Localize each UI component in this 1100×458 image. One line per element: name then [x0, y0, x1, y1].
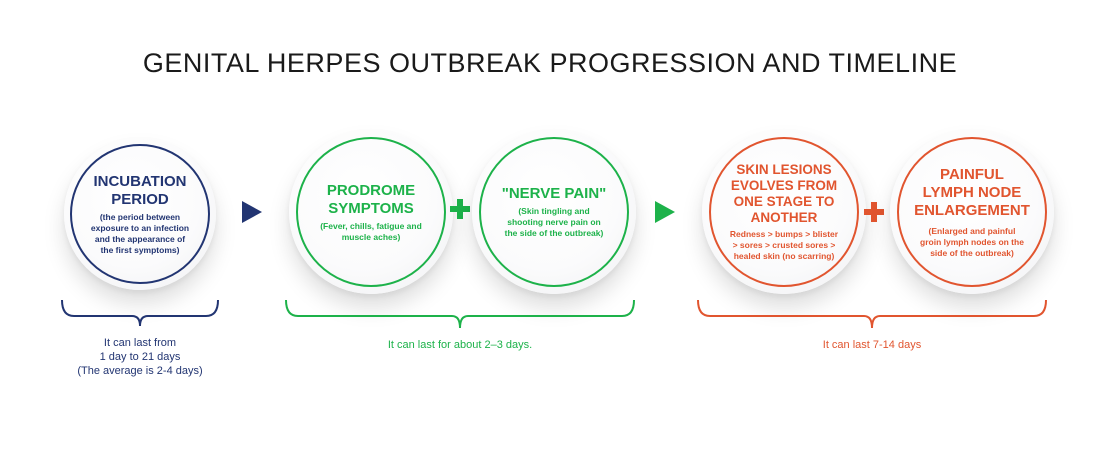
stage-title-line: ENLARGEMENT	[914, 201, 1030, 219]
subtitle-line: (Skin tingling and	[518, 206, 590, 216]
stage-title-line: PRODROME	[326, 181, 416, 199]
stage-prodrome-circle: PRODROME SYMPTOMS (Fever, chills, fatigu…	[289, 130, 453, 294]
plus-icon	[450, 195, 470, 225]
stage-nerve-pain-circle: "NERVE PAIN" (Skin tingling and shooting…	[472, 130, 636, 294]
subtitle-line: > sores > crusted sores >	[732, 240, 836, 250]
stage-subtitle: (Skin tingling and shooting nerve pain o…	[502, 206, 607, 239]
subtitle-line: groin lymph nodes on the	[920, 236, 1024, 247]
duration-line: 1 day to 21 days	[99, 351, 181, 363]
duration-incubation: It can last from 1 day to 21 days (The a…	[40, 336, 240, 378]
brace-incubation	[61, 299, 219, 327]
arrow-right-icon	[242, 201, 262, 223]
stage-ring	[897, 137, 1047, 287]
page-title: GENITAL HERPES OUTBREAK PROGRESSION AND …	[142, 48, 958, 78]
arrow-right-icon	[655, 201, 675, 223]
stage-subtitle: Redness > bumps > blister > sores > crus…	[730, 229, 838, 262]
stage-incubation-circle: INCUBATION PERIOD (the period between ex…	[64, 138, 216, 290]
duration-prodrome: It can last for about 2–3 days.	[310, 338, 610, 352]
subtitle-line: side of the outbreak)	[930, 247, 1014, 258]
stage-skin-lesions-circle: SKIN LESIONS EVOLVES FROM ONE STAGE TO A…	[702, 130, 866, 294]
subtitle-line: (the period between	[99, 211, 181, 222]
stage-subtitle: (Fever, chills, fatigue and muscle aches…	[320, 221, 422, 243]
stage-subtitle: (the period between exposure to an infec…	[91, 212, 189, 256]
subtitle-line: and the appearance of	[94, 233, 186, 244]
stage-title-line: EVOLVES FROM	[730, 178, 838, 193]
stage-title-line: PERIOD	[111, 190, 169, 208]
stage-nerve-pain-text: "NERVE PAIN" (Skin tingling and shooting…	[502, 185, 607, 239]
duration-line: It can last 7-14 days	[822, 339, 922, 351]
stage-skin-lesions-text: SKIN LESIONS EVOLVES FROM ONE STAGE TO A…	[730, 162, 838, 262]
stage-title-line: INCUBATION	[93, 172, 187, 190]
subtitle-line: Redness > bumps > blister	[729, 229, 839, 239]
duration-lesions: It can last 7-14 days	[722, 338, 1022, 352]
subtitle-line: healed skin (no scarring)	[733, 251, 835, 261]
subtitle-line: exposure to an infection	[90, 222, 190, 233]
stage-ring	[479, 137, 629, 287]
stage-title-line: ANOTHER	[750, 210, 818, 225]
stage-ring	[709, 137, 859, 287]
stage-title-line: SKIN LESIONS	[736, 162, 832, 177]
stage-subtitle: (Enlarged and painful groin lymph nodes …	[914, 226, 1030, 259]
stage-title-line: LYMPH NODE	[922, 183, 1022, 201]
stage-title-line: ONE STAGE TO	[733, 194, 835, 209]
duration-line: (The average is 2-4 days)	[77, 365, 203, 377]
brace-prodrome	[285, 299, 635, 329]
stage-prodrome-text: PRODROME SYMPTOMS (Fever, chills, fatigu…	[320, 182, 422, 243]
subtitle-line: muscle aches)	[341, 231, 401, 242]
stage-title-line: SYMPTOMS	[328, 199, 414, 217]
stage-incubation-text: INCUBATION PERIOD (the period between ex…	[91, 173, 189, 256]
duration-line: It can last from	[103, 337, 177, 349]
plus-icon	[864, 198, 884, 228]
stage-title-line: "NERVE PAIN"	[501, 185, 607, 202]
stage-lymph-node-text: PAINFUL LYMPH NODE ENLARGEMENT (Enlarged…	[914, 166, 1030, 259]
duration-line: It can last for about 2–3 days.	[387, 339, 533, 351]
subtitle-line: (Fever, chills, fatigue and	[320, 220, 422, 231]
subtitle-line: the first symptoms)	[100, 244, 180, 255]
brace-lesions	[697, 299, 1047, 329]
subtitle-line: shooting nerve pain on	[507, 217, 601, 227]
subtitle-line: the side of the outbreak)	[504, 228, 604, 238]
subtitle-line: (Enlarged and painful	[928, 225, 1016, 236]
stage-ring	[296, 137, 446, 287]
stage-title-line: PAINFUL	[940, 165, 1004, 183]
stage-lymph-node-circle: PAINFUL LYMPH NODE ENLARGEMENT (Enlarged…	[890, 130, 1054, 294]
stage-ring	[70, 144, 210, 284]
